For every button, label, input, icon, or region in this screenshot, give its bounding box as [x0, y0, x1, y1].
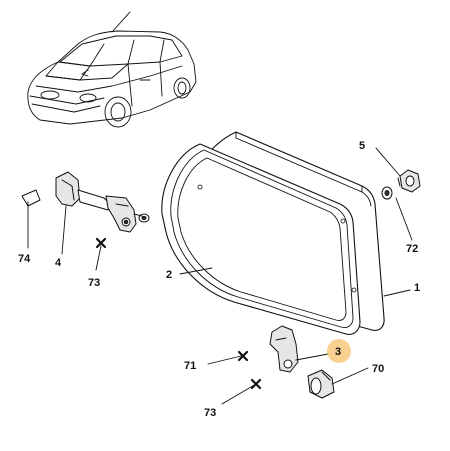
knob-5 — [397, 169, 421, 193]
callout-74: 74 — [18, 253, 31, 265]
callout-3-highlight — [327, 339, 351, 363]
car-illustration — [27, 11, 197, 128]
leader-lines — [27, 147, 413, 405]
callout-3: 3 — [335, 346, 341, 358]
callout-1: 1 — [414, 282, 420, 294]
callout-71: 71 — [184, 360, 196, 372]
rear-quarter-window — [161, 131, 385, 335]
latch-3 — [269, 325, 299, 373]
callout-72: 72 — [406, 243, 418, 255]
callouts: 1 2 3 4 5 70 71 72 73 73 74 — [18, 140, 420, 419]
callout-73-upper: 73 — [88, 277, 100, 289]
washer-72 — [381, 186, 393, 200]
hinge-assembly — [55, 171, 150, 233]
callout-2: 2 — [166, 269, 172, 281]
callout-4: 4 — [55, 257, 62, 269]
callout-73-lower: 73 — [204, 407, 216, 419]
callout-5: 5 — [359, 140, 365, 152]
cap-70 — [307, 369, 335, 399]
callout-70: 70 — [372, 363, 384, 375]
clip-74 — [21, 189, 41, 207]
